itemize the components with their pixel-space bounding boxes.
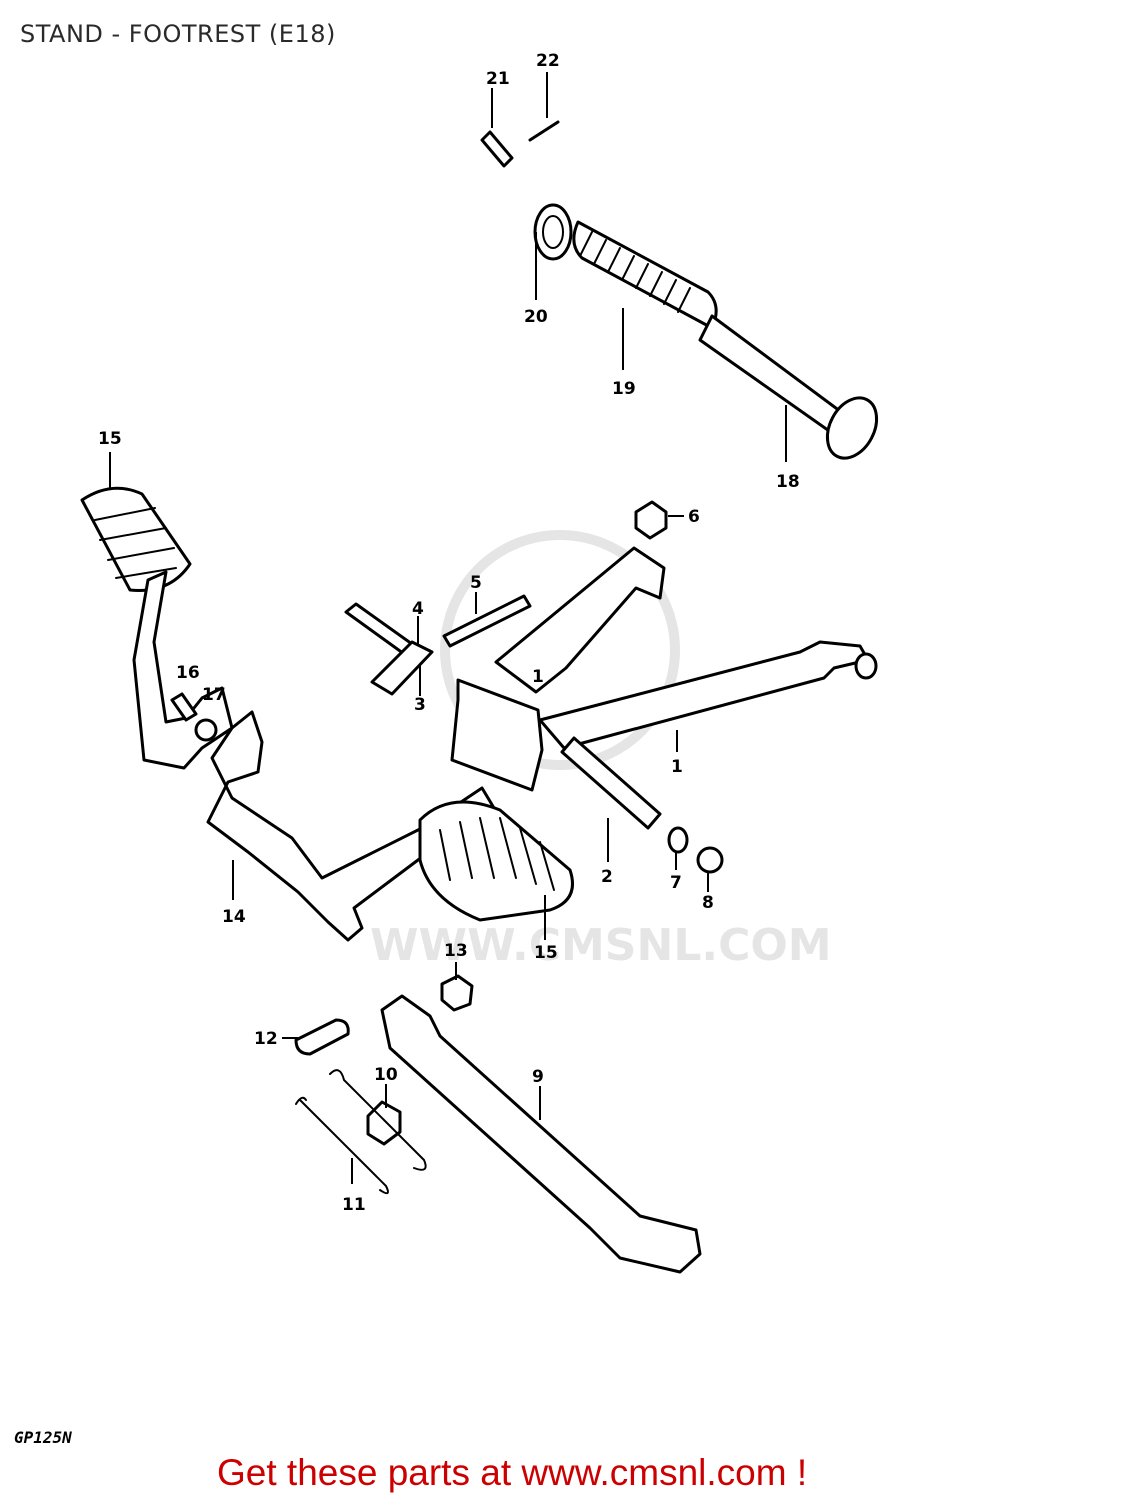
part-labels: 21 22 20 19 18 15 6 5 4 3 1 1 16 17 2 7 … [98,51,800,1215]
part-16-bolt [170,692,198,722]
part-20-washer [533,203,573,300]
label-7: 7 [670,873,682,893]
part-18-footrest-bar [698,314,879,462]
label-3: 3 [414,695,426,715]
model-code: GP125N [14,1428,72,1447]
part-11-springs [295,1069,427,1195]
label-11: 11 [342,1195,366,1215]
page-title: STAND - FOOTREST (E18) [20,20,336,48]
label-22: 22 [536,51,560,71]
part-1-center-stand [450,546,878,792]
part-19-grip [572,220,718,370]
label-16: 16 [176,663,200,683]
part-5-spring [442,592,532,648]
part-4-plate [370,616,434,696]
label-5: 5 [470,573,482,593]
part-6-nut [634,500,684,540]
label-8: 8 [702,893,714,913]
cta-link[interactable]: Get these parts at www.cmsnl.com ! [217,1452,808,1493]
label-17: 17 [202,685,226,705]
watermark-logo: WWW.CMSNL.COM [370,530,832,971]
part-10-pivot-bolt [366,1084,402,1146]
label-19: 19 [612,379,636,399]
label-13: 13 [444,941,468,961]
label-15-upper: 15 [98,429,122,449]
part-22-pin [528,72,560,142]
label-1a: 1 [532,667,544,687]
label-20: 20 [524,307,548,327]
label-18: 18 [776,472,800,492]
part-17-nut [194,718,218,742]
part-2-shaft [560,736,662,862]
part-13-nut [440,962,474,1012]
label-12: 12 [254,1029,278,1049]
part-15-rubber-lower [418,800,574,940]
label-1b: 1 [671,757,683,777]
label-15-lower: 15 [534,943,558,963]
watermark-text: WWW.CMSNL.COM [370,920,832,971]
label-2: 2 [601,867,613,887]
label-10: 10 [374,1065,398,1085]
part-12-bolt [282,1018,350,1056]
part-8-nut [696,846,724,892]
label-4: 4 [412,599,424,619]
part-14-bracket [132,570,496,942]
label-9: 9 [532,1067,544,1087]
part-7-washer [667,826,689,870]
label-21: 21 [486,69,510,89]
part-9-side-stand [380,994,702,1274]
label-6: 6 [688,507,700,527]
part-15-rubber-upper [80,452,192,592]
label-14: 14 [222,907,246,927]
part-21-bolt [480,88,514,168]
